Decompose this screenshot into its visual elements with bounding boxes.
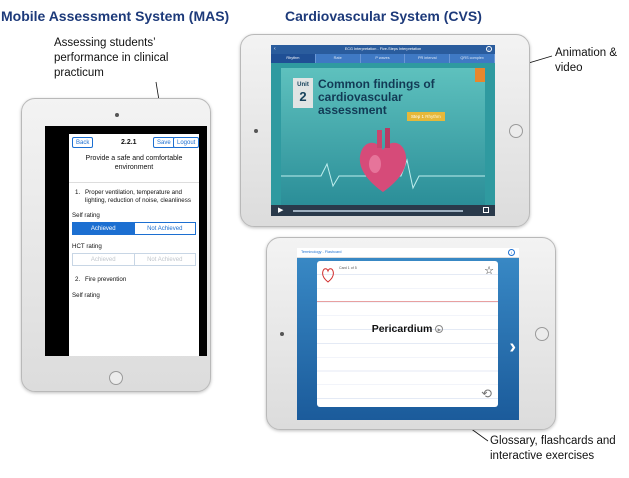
- term-text: Pericardium: [371, 323, 433, 335]
- animation-marker[interactable]: [475, 68, 485, 82]
- camera-dot: [254, 129, 258, 133]
- audio-play-icon[interactable]: ▶: [435, 325, 444, 334]
- hct-rating-label: HCT rating: [72, 243, 102, 250]
- cvs-tab-bar: Rhythm Rate P waves PR interval QRS comp…: [271, 54, 495, 63]
- tab-rhythm[interactable]: Rhythm: [271, 54, 316, 63]
- flip-card-icon[interactable]: ⟲: [481, 386, 492, 401]
- self-achieved-option[interactable]: Achieved: [73, 223, 134, 234]
- mas-heading: Mobile Assessment System (MAS): [1, 8, 230, 24]
- play-icon[interactable]: ▶: [278, 207, 284, 214]
- mas-screen: Back 2.2.1 Save Logout Provide a safe an…: [45, 126, 207, 356]
- hct-rating-control: Achieved Not Achieved: [72, 253, 196, 266]
- self-rating-label: Self rating: [72, 212, 100, 219]
- self-rating-label: Self rating: [72, 291, 100, 299]
- logout-button[interactable]: Logout: [173, 137, 200, 148]
- camera-dot: [115, 113, 119, 117]
- tab-qrs-complex[interactable]: QRS complex: [450, 54, 495, 63]
- tab-p-waves[interactable]: P waves: [361, 54, 406, 63]
- mas-tablet: Back 2.2.1 Save Logout Provide a safe an…: [21, 98, 211, 392]
- heart-icon: [359, 128, 407, 192]
- flashcard-tablet: Terminology - Flashcard i Card 1 of 5 ☆ …: [266, 237, 556, 430]
- step-name: Rhythm: [425, 114, 441, 119]
- info-icon[interactable]: i: [508, 249, 515, 256]
- item-code: 2.2.1: [121, 139, 137, 146]
- flashcard-nav-bar: Terminology - Flashcard i: [297, 248, 519, 258]
- mas-app: Back 2.2.1 Save Logout Provide a safe an…: [69, 134, 200, 356]
- animation-callout: Animation & video: [555, 47, 618, 74]
- home-button[interactable]: [535, 327, 549, 341]
- back-button[interactable]: Back: [72, 137, 94, 148]
- item-number: 2.: [75, 276, 81, 283]
- card-divider: [317, 301, 498, 302]
- lesson-title: Common findings of cardiovascular assess…: [318, 77, 435, 117]
- self-rating-control: Achieved Not Achieved: [72, 222, 196, 235]
- mas-callout: Assessing students’ performance in clini…: [54, 37, 169, 79]
- cvs-heading: Cardiovascular System (CVS): [285, 8, 482, 24]
- glossary-callout: Glossary, flashcards and interactive exe…: [490, 435, 616, 462]
- self-not-achieved-option[interactable]: Not Achieved: [133, 223, 196, 234]
- back-chevron-icon[interactable]: ‹: [274, 46, 276, 52]
- window-title: ECG Interpretation - Five-Steps Interpre…: [344, 47, 422, 51]
- fullscreen-icon[interactable]: [483, 207, 489, 213]
- hct-achieved-option[interactable]: Achieved: [90, 257, 116, 263]
- item-text: Fire prevention: [85, 276, 127, 283]
- home-button[interactable]: [509, 124, 523, 138]
- flashcard[interactable]: Card 1 of 5 ☆ Pericardium ▶ ⟲: [317, 261, 498, 407]
- info-icon[interactable]: i: [486, 46, 492, 52]
- card-counter: Card 1 of 5: [339, 266, 357, 270]
- cvs-screen: ‹ ECG Interpretation - Five-Steps Interp…: [271, 45, 495, 216]
- save-button[interactable]: Save: [153, 137, 175, 148]
- star-icon[interactable]: ☆: [484, 265, 494, 277]
- heart-logo-icon: [322, 268, 334, 283]
- lesson-slide: Unit 2 Common findings of cardiovascular…: [281, 68, 485, 205]
- section-title: Provide a safe and comfortable environme…: [69, 151, 199, 183]
- cvs-title-bar: ‹ ECG Interpretation - Five-Steps Interp…: [271, 45, 495, 54]
- tab-pr-interval[interactable]: PR interval: [405, 54, 451, 63]
- mas-nav-bar: Back 2.2.1 Save Logout: [69, 134, 200, 151]
- next-card-chevron-icon[interactable]: ›: [509, 336, 516, 358]
- unit-badge: Unit 2: [293, 78, 313, 108]
- back-nav-link[interactable]: Terminology - Flashcard: [301, 250, 342, 254]
- status-bar: [45, 126, 207, 132]
- flashcard-term: Pericardium ▶: [317, 323, 498, 335]
- list-item: 2. Fire prevention: [69, 266, 199, 284]
- flashcard-screen: Terminology - Flashcard i Card 1 of 5 ☆ …: [297, 248, 519, 420]
- hct-not-achieved-option[interactable]: Not Achieved: [133, 254, 196, 265]
- step-badge: Step 1 Rhythm: [407, 112, 445, 121]
- item-text: Proper ventilation, temperature and ligh…: [85, 189, 191, 204]
- step-label: Step 1: [411, 114, 425, 119]
- unit-number: 2: [299, 89, 307, 104]
- home-button[interactable]: [109, 371, 123, 385]
- cvs-tablet: ‹ ECG Interpretation - Five-Steps Interp…: [240, 34, 530, 227]
- item-number: 1.: [75, 189, 81, 196]
- tab-rate[interactable]: Rate: [316, 54, 361, 63]
- unit-word: Unit: [297, 82, 309, 88]
- video-scrubber[interactable]: [293, 210, 463, 212]
- list-item: 1. Proper ventilation, temperature and l…: [69, 183, 199, 204]
- video-player-bar: ▶: [271, 205, 495, 216]
- camera-dot: [280, 332, 284, 336]
